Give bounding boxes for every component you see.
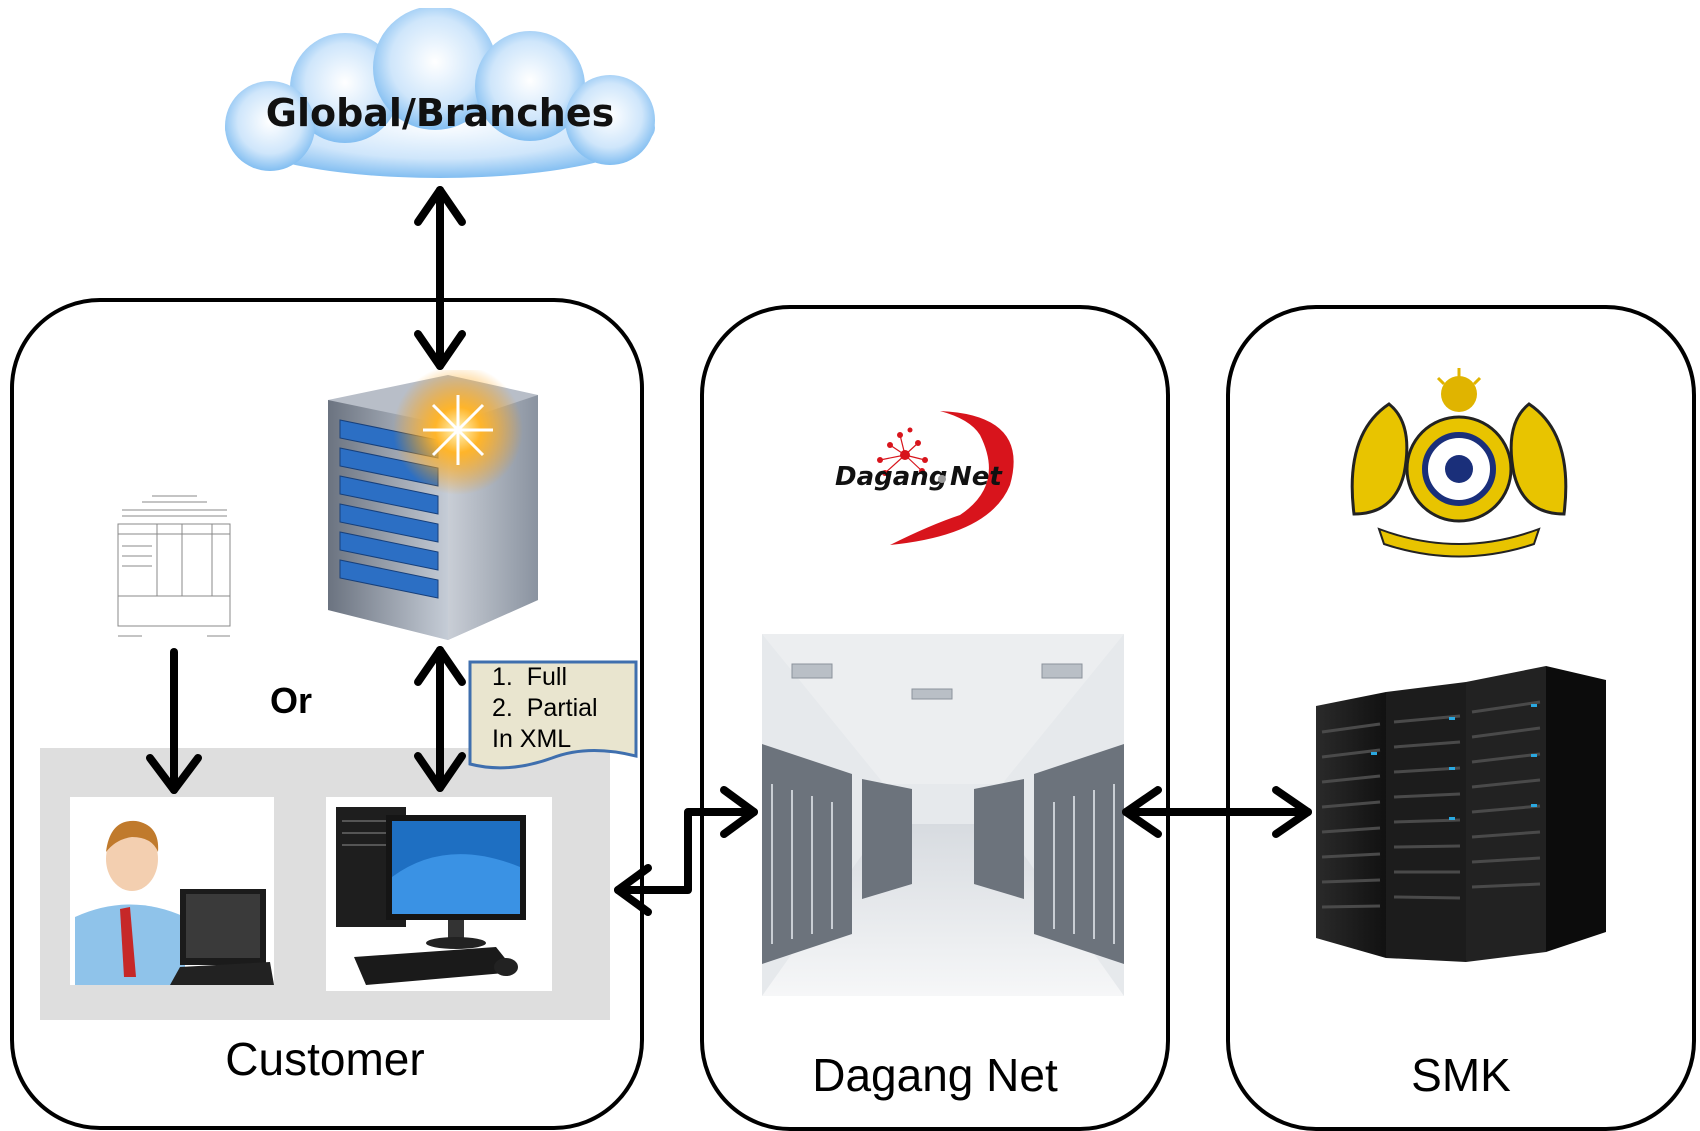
cloud-label: Global/Branches — [266, 91, 614, 135]
government-crest-icon — [1334, 364, 1584, 564]
server-rack-icon — [1316, 666, 1606, 962]
dagang-net-logo-icon: Dagang Net — [835, 411, 1014, 545]
desktop-computer-icon — [336, 807, 526, 985]
xml-note — [468, 660, 638, 770]
dagang-logo-text-a: Dagang — [835, 462, 947, 492]
note-line-1: 1. Full — [492, 663, 568, 691]
datacenter-tile — [762, 634, 1124, 996]
or-label: Or — [270, 680, 313, 721]
note-line-2: 2. Partial — [492, 694, 598, 722]
note-line-3: In XML — [492, 725, 572, 753]
datacenter-corridor-icon — [762, 634, 1124, 996]
dagang-net-label: Dagang Net — [812, 1049, 1058, 1101]
dagang-logo-text-b: Net — [950, 462, 1003, 492]
server-tower-icon — [328, 370, 538, 640]
pc-tile — [326, 797, 552, 991]
user-at-computer-icon — [75, 820, 274, 985]
document-form-icon — [112, 490, 237, 645]
cloud-icon: Global/Branches — [225, 8, 655, 178]
arrow-customer-dagang — [614, 808, 758, 894]
customer-label: Customer — [225, 1033, 425, 1085]
smk-label: SMK — [1411, 1049, 1511, 1101]
user-tile — [70, 797, 274, 985]
